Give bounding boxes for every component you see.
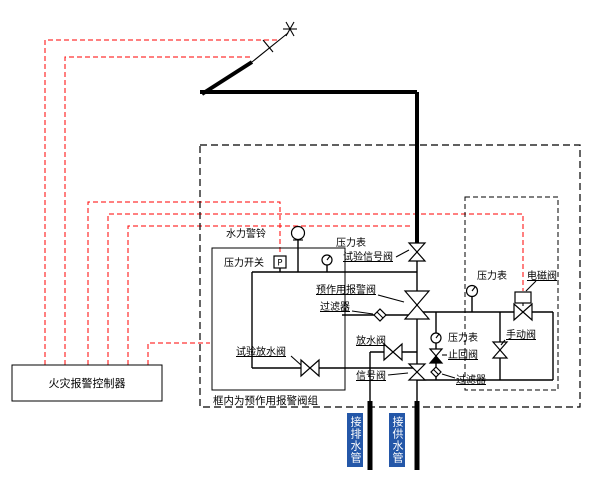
pressure-gauge-1-icon	[321, 254, 333, 266]
solenoid-valve-label: 电磁阀	[527, 269, 557, 282]
signal-line-branch	[64, 56, 252, 365]
pressure-gauge-3-icon	[430, 332, 442, 344]
pressure-switch-icon: P	[273, 255, 287, 269]
signal-line-test-drain	[147, 342, 210, 365]
pressure-gauge-2-label: 压力表	[477, 269, 507, 282]
test-signal-valve-label: 试验信号阀	[343, 250, 393, 263]
filter-2-icon	[430, 366, 442, 378]
pressure-switch-symbol: P	[277, 259, 282, 269]
signal-line-alarm-valve	[127, 225, 413, 365]
signal-lines	[44, 39, 524, 365]
supply-pipe-label: 接供水管	[389, 413, 405, 467]
valve-group-enclosure	[199, 144, 581, 408]
signal-line-solenoid	[107, 213, 524, 365]
fire-alarm-controller: 火灾报警控制器	[11, 364, 163, 402]
drain-valve-icon	[383, 342, 403, 362]
drain-valve-label: 放水阀	[356, 334, 386, 347]
branch-diagonal-pipe	[200, 60, 254, 96]
test-signal-valve-icon	[407, 242, 427, 262]
alarm-trim-box	[211, 247, 346, 391]
manual-valve-icon	[491, 341, 509, 359]
check-valve-label: 止回阀	[448, 348, 478, 361]
preaction-valve-label: 预作用报警阀	[316, 283, 376, 296]
sprinkler-head-icon	[251, 21, 297, 63]
filter-1-label: 过滤器	[320, 300, 350, 313]
pressure-gauge-2-icon	[465, 284, 479, 298]
signal-valve-icon	[407, 363, 427, 381]
preaction-valve-icon	[403, 290, 431, 320]
hydraulic-bell-icon	[290, 225, 306, 241]
drain-pipe-label: 接排水管	[347, 413, 363, 467]
hydraulic-bell-label: 水力警铃	[226, 227, 266, 240]
leader-lines	[290, 249, 537, 379]
pressure-switch-label: 压力开关	[224, 256, 264, 269]
check-valve-icon	[428, 348, 444, 364]
signal-line-pressure-switch	[87, 201, 281, 365]
valve-group-caption: 框内为预作用报警阀组	[213, 394, 318, 407]
filter-2-label: 过滤器	[456, 373, 486, 386]
filter-1-icon	[373, 308, 387, 322]
solenoid-trim-box	[464, 196, 559, 391]
fire-alarm-controller-label: 火灾报警控制器	[49, 376, 126, 390]
signal-line-sprinkler	[44, 39, 278, 365]
pressure-gauge-1-label: 压力表	[336, 236, 366, 249]
test-drain-valve-label: 试验放水阀	[236, 345, 286, 358]
test-drain-valve-icon	[300, 358, 320, 378]
solenoid-valve-icon	[513, 291, 533, 322]
supply-pipes	[200, 60, 420, 470]
signal-valve-label: 信号阀	[356, 369, 386, 382]
manual-valve-label: 手动阀	[506, 328, 536, 341]
pressure-gauge-3-label: 压力表	[448, 331, 478, 344]
